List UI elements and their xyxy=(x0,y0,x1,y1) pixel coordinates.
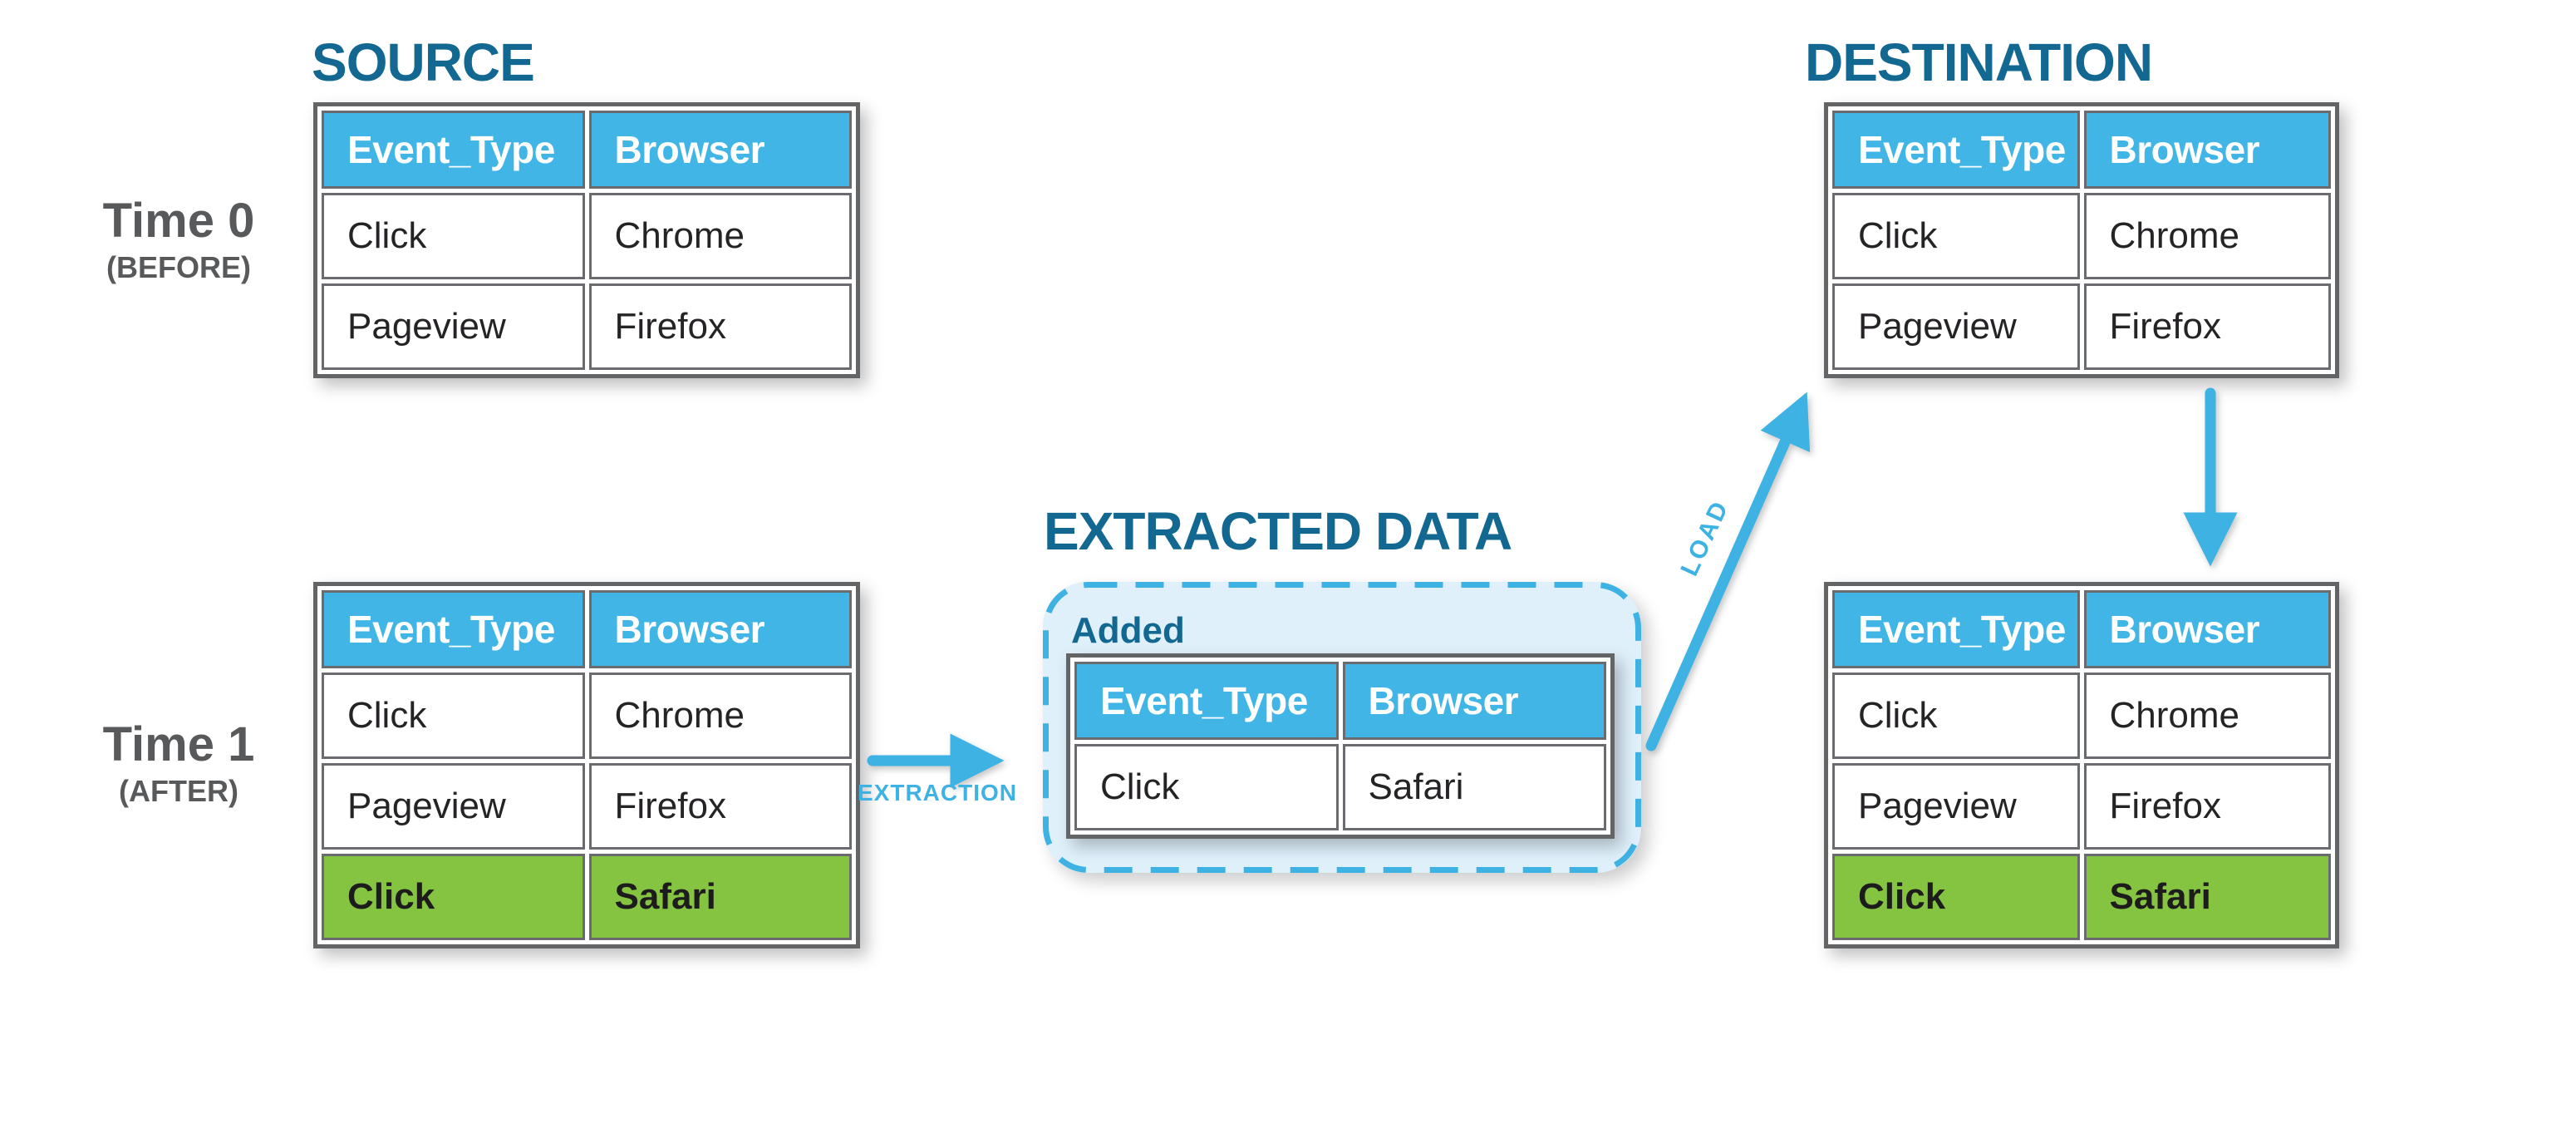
table-header-row: Event_Type Browser xyxy=(1074,662,1606,740)
table-row: Click Chrome xyxy=(1832,193,2331,279)
table-cell: Click xyxy=(1832,672,2080,759)
table-cell: Click xyxy=(1074,744,1339,830)
table-cell-added: Click xyxy=(322,854,585,940)
column-header-browser: Browser xyxy=(588,111,852,189)
table-cell: Click xyxy=(322,672,585,759)
table-cell-added: Safari xyxy=(2083,854,2331,940)
time1-label: Time 1 (AFTER) xyxy=(66,717,291,808)
column-header-browser: Browser xyxy=(1342,662,1606,740)
table-header-row: Event_Type Browser xyxy=(322,590,852,668)
extracted-data-box: Added Event_Type Browser Click Safari xyxy=(1043,582,1641,873)
source-after-table: Event_Type Browser Click Chrome Pageview… xyxy=(313,582,860,948)
table-cell-added: Safari xyxy=(588,854,852,940)
time1-title: Time 1 xyxy=(102,717,255,771)
table-cell: Chrome xyxy=(588,672,852,759)
table-row: Click Safari xyxy=(1074,744,1606,830)
column-header-browser: Browser xyxy=(2083,111,2331,189)
time0-label: Time 0 (BEFORE) xyxy=(66,194,291,284)
destination-heading: DESTINATION xyxy=(1805,32,2153,92)
table-cell: Firefox xyxy=(588,763,852,850)
table-cell-added: Click xyxy=(1832,854,2080,940)
table-row-added: Click Safari xyxy=(322,854,852,940)
table-cell: Firefox xyxy=(588,283,852,370)
column-header-event-type: Event_Type xyxy=(1832,111,2080,189)
table-row: Click Chrome xyxy=(1832,672,2331,759)
table-cell: Firefox xyxy=(2083,763,2331,850)
table-cell: Click xyxy=(1832,193,2080,279)
table-cell: Pageview xyxy=(1832,283,2080,370)
extracted-data-heading: EXTRACTED DATA xyxy=(1044,501,1512,561)
table-cell: Firefox xyxy=(2083,283,2331,370)
table-cell: Chrome xyxy=(2083,672,2331,759)
table-header-row: Event_Type Browser xyxy=(322,111,852,189)
source-heading: SOURCE xyxy=(312,32,535,92)
extraction-arrow-label: EXTRACTION xyxy=(858,780,1017,806)
added-label: Added xyxy=(1071,610,1185,651)
table-cell: Click xyxy=(322,193,585,279)
time0-subtitle: (BEFORE) xyxy=(106,249,251,284)
extracted-table: Event_Type Browser Click Safari xyxy=(1066,653,1615,839)
table-row: Click Chrome xyxy=(322,672,852,759)
table-row-added: Click Safari xyxy=(1832,854,2331,940)
table-cell: Pageview xyxy=(322,763,585,850)
table-cell: Pageview xyxy=(1832,763,2080,850)
column-header-event-type: Event_Type xyxy=(1832,590,2080,668)
load-arrow-label: LOAD xyxy=(1675,495,1734,580)
source-before-table: Event_Type Browser Click Chrome Pageview… xyxy=(313,102,860,378)
table-cell: Chrome xyxy=(588,193,852,279)
destination-before-table: Event_Type Browser Click Chrome Pageview… xyxy=(1824,102,2339,378)
column-header-event-type: Event_Type xyxy=(322,590,585,668)
table-row: Pageview Firefox xyxy=(1832,763,2331,850)
table-cell: Safari xyxy=(1342,744,1606,830)
column-header-browser: Browser xyxy=(588,590,852,668)
column-header-event-type: Event_Type xyxy=(1074,662,1339,740)
table-row: Pageview Firefox xyxy=(322,283,852,370)
table-header-row: Event_Type Browser xyxy=(1832,590,2331,668)
time0-title: Time 0 xyxy=(102,194,255,248)
table-row: Pageview Firefox xyxy=(1832,283,2331,370)
column-header-browser: Browser xyxy=(2083,590,2331,668)
destination-after-table: Event_Type Browser Click Chrome Pageview… xyxy=(1824,582,2339,948)
table-row: Pageview Firefox xyxy=(322,763,852,850)
column-header-event-type: Event_Type xyxy=(322,111,585,189)
load-arrow xyxy=(1645,392,1811,751)
table-cell: Pageview xyxy=(322,283,585,370)
time1-subtitle: (AFTER) xyxy=(119,773,238,808)
dashed-border xyxy=(1043,582,1641,873)
table-cell: Chrome xyxy=(2083,193,2331,279)
table-header-row: Event_Type Browser xyxy=(1832,111,2331,189)
table-row: Click Chrome xyxy=(322,193,852,279)
